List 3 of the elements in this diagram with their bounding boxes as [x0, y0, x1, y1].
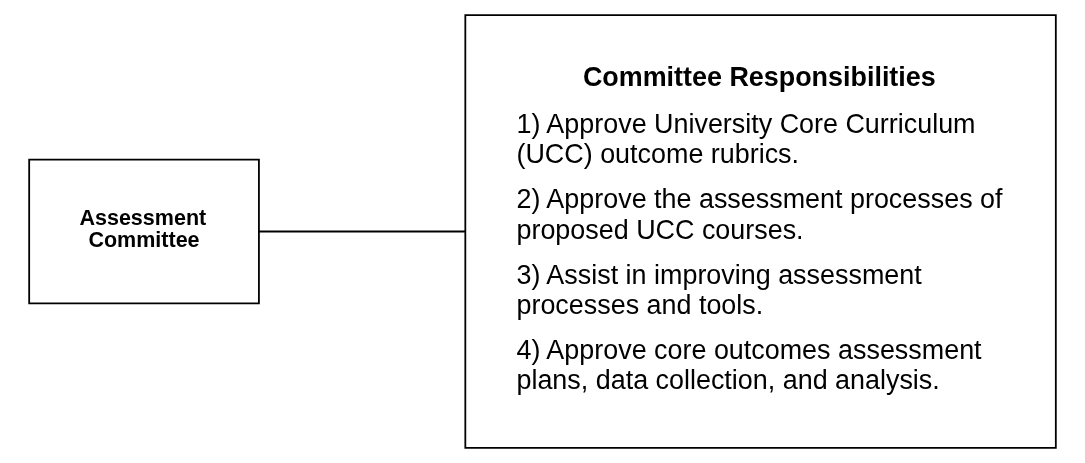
node-box: Committee Responsibilities 1) Approve University Core Curriculum (UCC) outcome rubrics. 2) Approve the assessment processes of proposed UCC courses. 3) Assist in improving assessment processes and tools. 4) Approve core outcomes assessment plans, data collection, and analysis. — [464, 14, 1057, 449]
connector — [258, 230, 466, 233]
node-box: Assessment Committee — [28, 158, 260, 305]
